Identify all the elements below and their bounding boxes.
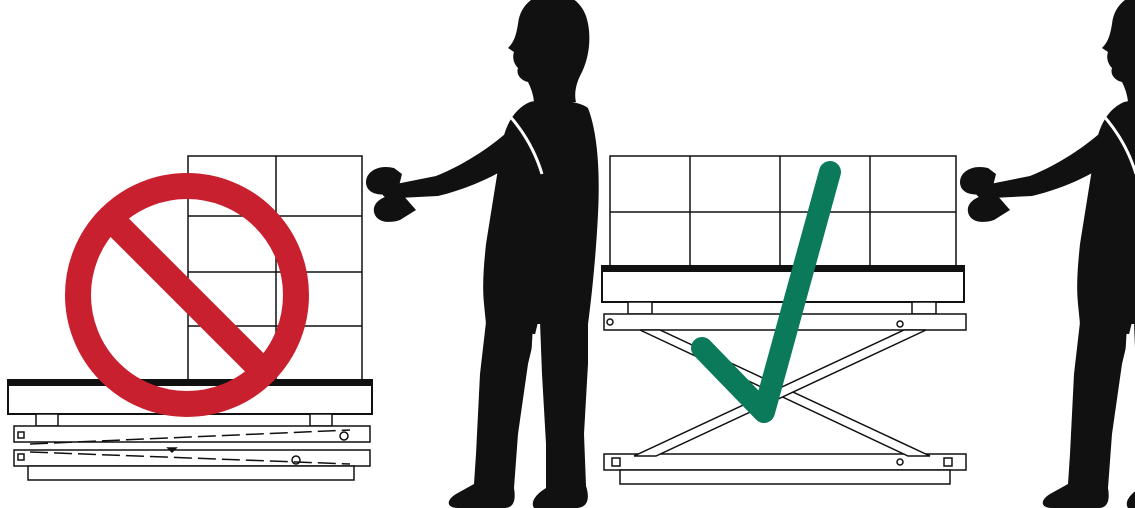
stacked-boxes-wide bbox=[609, 155, 957, 267]
worker-silhouette-left bbox=[364, 0, 601, 508]
prohibition-icon bbox=[65, 173, 309, 417]
checkmark-icon bbox=[691, 161, 841, 423]
correct-panel bbox=[601, 0, 1135, 508]
scissor-lift-lowered bbox=[13, 413, 371, 481]
worker-silhouette-right bbox=[958, 0, 1135, 508]
incorrect-panel bbox=[7, 0, 601, 508]
